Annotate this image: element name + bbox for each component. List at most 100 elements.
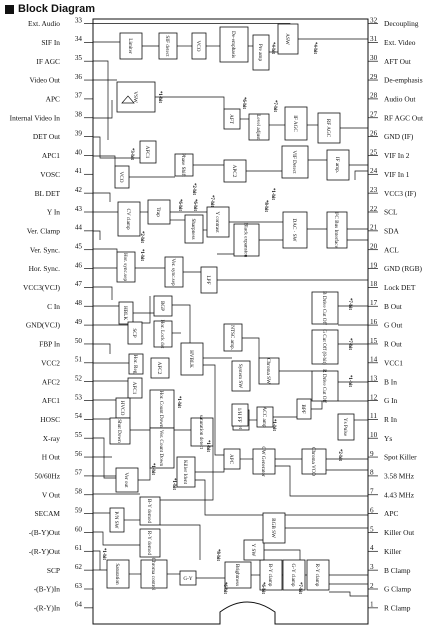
right-pin-number: 6 (370, 506, 374, 514)
left-pin-number: 45 (75, 243, 83, 251)
left-pin-label: Hor. Sync. (29, 264, 61, 273)
right-pin-label: GND (IF) (384, 132, 414, 141)
left-pin-label: DET Out (33, 132, 61, 141)
block-label-bit-2-1: *2-bit (191, 183, 196, 195)
right-pin-label: ACL (384, 245, 399, 254)
wire (155, 96, 225, 109)
block-aft (223, 108, 241, 130)
left-pin-label: IF AGC (36, 57, 60, 66)
block-label-afc2: AFC2 (156, 362, 162, 375)
left-pin-label: FBP In (39, 340, 60, 349)
block-label-bit-1-6: *1-bit (205, 440, 210, 452)
block-trap (147, 199, 171, 225)
block-label-bit-1-7: *1-bit (171, 478, 176, 490)
block-level-adjust (248, 113, 270, 141)
block-g-y (179, 570, 197, 586)
right-pin-label: R Out (384, 340, 403, 349)
block-label-b-drive: B Drive Cut Off (321, 291, 328, 325)
wire (142, 296, 151, 324)
wire (329, 591, 368, 597)
block-b-drive (311, 291, 339, 325)
right-pin-label: R Clamp (384, 603, 411, 612)
block-hor-lock-det (153, 320, 173, 348)
block-label-bit-6-3: *6-bit (192, 199, 197, 211)
block-cv-clamp (117, 201, 141, 237)
right-pin-label: Killer (384, 547, 402, 556)
left-pin-label: SECAM (35, 509, 61, 518)
block-label-bit-7-4: *7-bit (347, 338, 352, 350)
right-pin-number: 9 (370, 450, 374, 458)
right-pin-number: 21 (370, 224, 378, 232)
left-pin-number: 57 (75, 469, 83, 477)
block-label-bpf: BPF (300, 404, 306, 413)
block-label-bit-4-1: *4-bit (312, 42, 317, 54)
right-pin-number: 15 (370, 337, 378, 345)
block-label-hor-sync-sep: Hor. sync.sep (122, 253, 128, 282)
wire (93, 192, 111, 202)
block-label-y-sw: Y SW (250, 544, 256, 557)
right-pin-label: Ys (384, 434, 392, 443)
block-label-b-y-clamp: B-Y clamp (267, 564, 273, 587)
block-label-ver-count-down: Ver. Count Down (158, 430, 164, 467)
block-label-system-sw: System SW (237, 364, 243, 388)
block-if-agc (284, 106, 308, 141)
left-pin-label: VOSC (40, 170, 60, 179)
block-label-bit-6-5: *6-bit (260, 582, 265, 594)
block-label-hor-count-down: Hor. Count Down (158, 390, 164, 427)
block-chroma-vco (301, 448, 327, 475)
block-label-g-y-clamp: G-Y clamp (290, 564, 296, 587)
block-label-bit-8-1: *8-bit (263, 200, 268, 212)
wire (93, 531, 140, 546)
block-label-de-emphasis: De-emphasis (230, 31, 236, 58)
left-pin-label: GND(VCJ) (26, 321, 61, 330)
block-lpf (200, 266, 218, 294)
block-label-vco-sif: VCO (195, 41, 201, 52)
block-apc (223, 448, 241, 470)
left-pin-label: X-ray (43, 434, 61, 443)
left-pin-number: 63 (75, 582, 83, 590)
block-label-dac-sw: DAC · SW (291, 218, 297, 241)
block-label-cw-generator: CW Generator (260, 446, 266, 477)
block-pre-amp (252, 34, 270, 71)
right-pin-label: Decoupling (384, 19, 419, 28)
block-hvblk (180, 342, 204, 376)
block-label-rgb-sw: RGB SW (270, 518, 276, 538)
left-pin-label: HOSC (40, 415, 60, 424)
left-pin-label: V Out (42, 490, 61, 499)
block-label-cv-clamp: CV clamp (125, 208, 131, 229)
block-chroma-control (140, 559, 168, 589)
right-pin-number: 17 (370, 299, 378, 307)
wire (93, 60, 109, 140)
block-label-vsw: VSW (132, 91, 138, 103)
block-label-g-cutoff: G Cut Off (8-bit) (321, 329, 328, 365)
right-pin-number: 14 (370, 356, 378, 364)
wire (93, 155, 116, 166)
right-pin-number: 12 (370, 393, 378, 401)
wire (93, 136, 140, 159)
block-label-lpf: LPF (205, 276, 211, 285)
block-rgb-sw (262, 512, 286, 544)
left-pin-label: Ver. Clamp (27, 226, 61, 235)
block-black-expansion (233, 223, 260, 257)
left-pin-number: 34 (75, 35, 83, 43)
block-label-one-h-ff: 1/H FF (236, 408, 242, 423)
block-label-chroma-control: Chroma control (150, 558, 156, 591)
block-brightness (224, 561, 252, 589)
wire (160, 524, 201, 560)
left-pin-number: 37 (75, 92, 83, 100)
block-label-hvblk: HVBLK (188, 350, 194, 368)
left-pin-number: 41 (75, 167, 83, 175)
block-acc-amp (256, 406, 274, 428)
block-label-ys-pulse: Ys Pulse (342, 418, 348, 437)
wire (93, 248, 118, 252)
left-pin-number: 48 (75, 299, 83, 307)
block-limiter (119, 32, 143, 60)
right-pin-label: SCL (384, 208, 398, 217)
block-sharpness (184, 214, 204, 244)
block-hor-sync-sep (116, 251, 136, 283)
right-pin-number: 24 (370, 167, 378, 175)
right-pin-number: 27 (370, 111, 378, 119)
block-label-hor-reg: Hor. Reg (132, 355, 138, 374)
